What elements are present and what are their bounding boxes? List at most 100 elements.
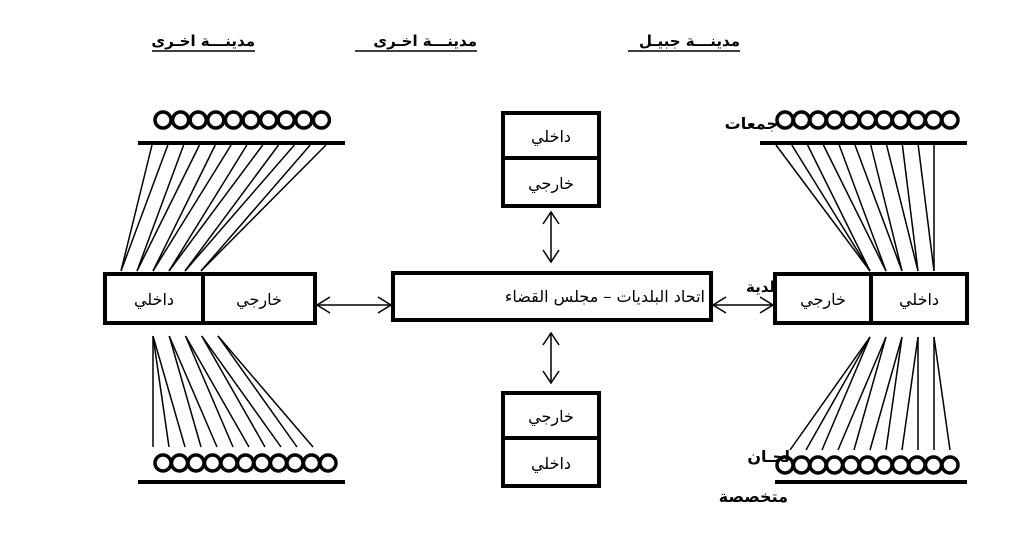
connector-line — [136, 144, 185, 272]
top-box-cell-internal: داخلي — [531, 127, 571, 147]
arrow-center-top — [542, 210, 560, 264]
connector-line — [152, 335, 170, 448]
member-circle — [791, 110, 812, 130]
left-box: داخلي خارجي — [103, 272, 317, 325]
member-circle — [318, 453, 338, 473]
member-circle — [808, 110, 828, 130]
connector-line — [821, 336, 871, 451]
member-circle — [170, 110, 191, 130]
connector-line — [885, 336, 903, 451]
connector-line — [870, 144, 903, 272]
connector-line — [136, 144, 201, 272]
member-circle — [311, 110, 332, 130]
member-circle — [923, 110, 944, 130]
member-circle — [940, 455, 960, 475]
left-box-cell-internal: داخلي — [134, 290, 174, 310]
connector-line — [184, 335, 234, 448]
member-circle — [169, 453, 190, 473]
connector-line — [184, 144, 295, 272]
member-circle — [907, 455, 927, 475]
circle-group-bottom-left — [153, 453, 338, 473]
connector-line — [120, 144, 169, 272]
member-circle — [202, 453, 223, 473]
connector-line — [853, 336, 887, 451]
member-circle — [841, 455, 861, 475]
connector-line — [200, 144, 327, 272]
member-circle — [285, 453, 305, 473]
fan-bottom-right — [789, 336, 951, 451]
member-circle — [258, 110, 279, 130]
right-box-cell-external: خارجي — [800, 290, 846, 310]
member-circle — [808, 455, 828, 475]
connector-line — [854, 144, 903, 272]
label-committees-line1: لجـان — [747, 447, 790, 466]
circle-group-top-left — [153, 110, 332, 130]
connector-line — [168, 144, 248, 272]
fan-top-left — [120, 144, 327, 272]
member-circle — [219, 453, 239, 473]
member-circle — [252, 453, 272, 473]
left-box-cell-external: خارجي — [236, 290, 282, 310]
connector-line — [933, 336, 951, 451]
member-circle — [241, 110, 261, 130]
member-circle — [907, 110, 927, 130]
fan-bottom-left — [152, 335, 314, 448]
heading-left: مدينـــة اخـرى — [151, 32, 255, 50]
connector-line — [201, 335, 266, 448]
heading-right: مدينـــة جبيـل — [639, 32, 740, 50]
connector-line — [901, 144, 919, 272]
connector-line — [200, 144, 311, 272]
connector-line — [184, 335, 250, 448]
member-circle — [276, 110, 296, 130]
headings: مدينـــة اخـرى مدينـــة اخـرى مدينـــة ج… — [151, 32, 740, 52]
center-box-label: اتحاد البلديات – مجلس القضاء — [505, 287, 705, 307]
member-circle — [841, 110, 861, 130]
connector-line — [775, 144, 871, 272]
center-box: اتحاد البلديات – مجلس القضاء — [391, 271, 713, 322]
connector-line — [917, 144, 935, 272]
connector-line — [885, 144, 919, 272]
member-circle — [874, 455, 894, 475]
top-box: داخلي خارجي — [501, 111, 601, 208]
right-box-cell-internal: داخلي — [899, 290, 939, 310]
connector-line — [837, 336, 887, 451]
connector-line — [838, 144, 887, 272]
arrow-center-bottom — [542, 331, 560, 385]
member-circle — [874, 110, 894, 130]
connector-line — [184, 144, 280, 272]
connector-line — [152, 335, 186, 448]
member-circle — [301, 453, 322, 473]
connector-line — [901, 336, 919, 451]
member-circle — [294, 110, 314, 130]
connector-line — [152, 144, 232, 272]
connector-line — [789, 336, 871, 451]
member-circle — [268, 453, 289, 473]
connector-line — [869, 336, 903, 451]
connector-line — [168, 335, 202, 448]
member-circle — [235, 453, 256, 473]
connector-line — [168, 144, 264, 272]
member-circle — [890, 110, 911, 130]
arrow-center-left — [315, 296, 393, 314]
member-circle — [153, 453, 173, 473]
label-associations: جمعات — [725, 114, 778, 133]
connector-line — [168, 335, 218, 448]
member-circle — [857, 110, 878, 130]
right-box: خارجي داخلي — [773, 272, 969, 325]
circle-group-top-right — [775, 110, 960, 130]
connector-line — [152, 144, 216, 272]
bottom-box-cell-internal: داخلي — [531, 454, 571, 474]
top-box-cell-external: خارجي — [528, 174, 574, 194]
bottom-box: خارجي داخلي — [501, 391, 601, 488]
member-circle — [186, 453, 206, 473]
member-circle — [824, 110, 845, 130]
connector-line — [217, 335, 298, 448]
connector-line — [805, 336, 871, 451]
label-municipality: لدية — [746, 278, 775, 296]
bottom-box-cell-external: خارجي — [528, 407, 574, 427]
circle-group-bottom-right — [775, 455, 960, 475]
member-circle — [188, 110, 208, 130]
heading-middle: مدينـــة اخـرى — [373, 32, 477, 50]
member-circle — [890, 455, 911, 475]
